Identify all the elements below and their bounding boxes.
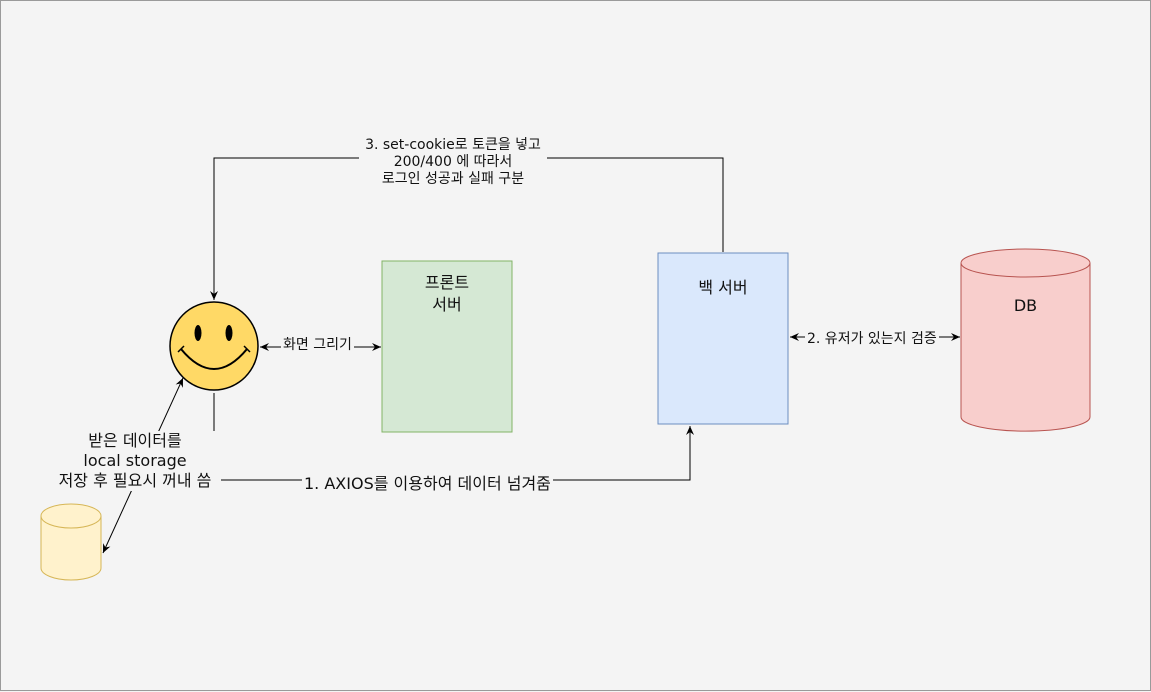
front-server-label-line2: 서버 [432, 295, 462, 314]
verify-user-label: 2. 유저가 있는지 검증 [805, 331, 939, 348]
storage-label-line3: 저장 후 필요시 꺼내 씀 [58, 471, 212, 490]
back-server-box[interactable] [657, 252, 789, 425]
local-storage-cylinder[interactable] [40, 503, 102, 581]
storage-label-line1: 받은 데이터를 [88, 431, 182, 450]
front-server-label-line1: 프론트 [424, 273, 470, 292]
set-cookie-label: 3. set-cookie로 토큰을 넣고 200/400 에 따라서 로그인 … [359, 137, 547, 188]
storage-label: 받은 데이터를 local storage 저장 후 필요시 꺼내 씀 [49, 431, 221, 491]
db-cylinder[interactable] [960, 248, 1091, 432]
login-request-label: 1. AXIOS를 이용하여 데이터 넘겨줌 [302, 474, 553, 494]
set-cookie-label-line2: 200/400 에 따라서 [393, 154, 513, 170]
front-server-label: 프론트 서버 [382, 272, 512, 316]
back-server-label: 백 서버 [698, 278, 748, 297]
set-cookie-label-line1: 3. set-cookie로 토큰을 넣고 [365, 137, 541, 153]
smiley-icon[interactable] [169, 301, 259, 391]
storage-label-line2: local storage [83, 451, 187, 470]
front-server-box[interactable] [381, 260, 513, 433]
render-label: 화면 그리기 [281, 337, 354, 354]
set-cookie-label-line3: 로그인 성공과 실패 구분 [381, 171, 525, 187]
db-label: DB [1013, 296, 1038, 315]
